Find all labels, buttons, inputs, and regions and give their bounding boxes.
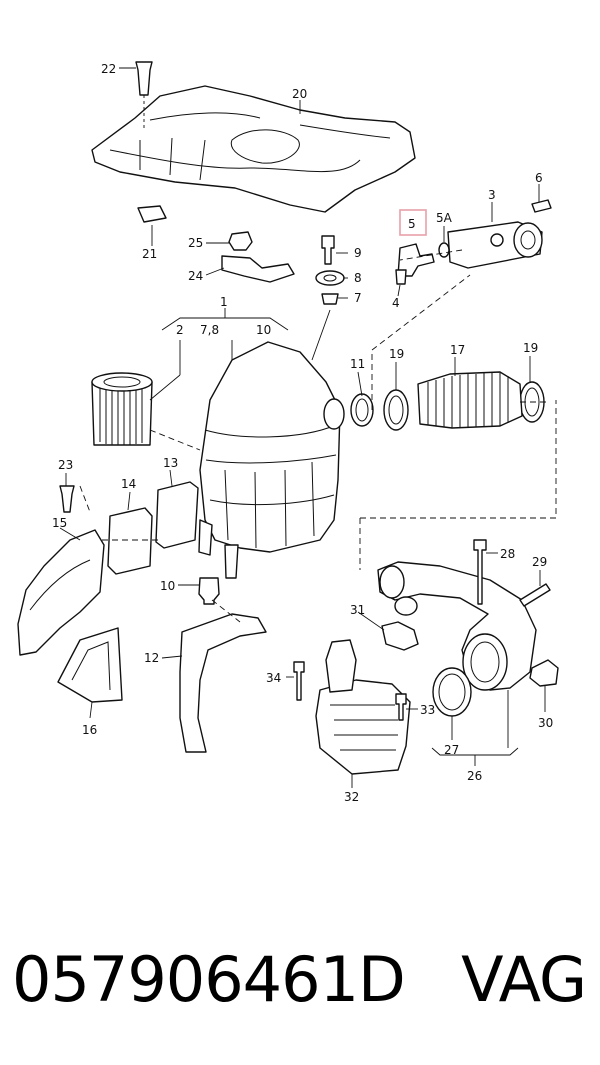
callout-7: 7 — [354, 291, 362, 305]
bolt-29-part — [519, 583, 551, 607]
screw-22-part — [135, 61, 153, 128]
engine-cover-part — [91, 85, 416, 213]
assembly-lines — [79, 249, 557, 623]
bolt-9-part — [321, 235, 335, 265]
clip-21-part — [137, 205, 167, 223]
part-13 — [155, 481, 199, 549]
housing-3-part — [447, 221, 543, 269]
callout-labels: 22 20 6 3 5 5A 25 9 21 24 8 7 4 1 2 7,8 … — [52, 62, 553, 804]
clamp-31-part — [381, 596, 419, 651]
callout-19-right: 19 — [523, 341, 538, 355]
bolt-33-part — [395, 693, 407, 721]
callout-20: 20 — [292, 87, 307, 101]
callout-2: 2 — [176, 323, 184, 337]
o-ring-5a-part — [438, 242, 450, 258]
bracket-24-part — [221, 255, 295, 283]
callout-16: 16 — [82, 723, 97, 737]
grommet-8-part — [315, 270, 345, 286]
callout-5: 5 — [408, 217, 416, 231]
callout-19-left: 19 — [389, 347, 404, 361]
callout-5a: 5A — [436, 211, 453, 225]
highlight-box — [399, 209, 427, 236]
filter-element-part — [91, 372, 153, 446]
screw-4-part — [395, 269, 407, 285]
clamp-19-left-part — [383, 389, 409, 431]
part-14 — [107, 507, 153, 575]
duct-assembly-26-part — [377, 561, 537, 691]
nut-25-part — [228, 231, 253, 251]
callout-24: 24 — [188, 269, 203, 283]
brand-name: VAG — [461, 943, 587, 1016]
callout-7-8: 7,8 — [200, 323, 219, 337]
callout-31: 31 — [350, 603, 365, 617]
screw-23-part — [59, 485, 75, 513]
air-filter-housing-part — [198, 341, 345, 579]
part-30 — [529, 659, 559, 687]
hose-12-part — [179, 613, 267, 753]
callout-25: 25 — [188, 236, 203, 250]
leader-lines — [59, 67, 546, 788]
sensor-10-part — [198, 577, 220, 605]
callout-3: 3 — [488, 188, 496, 202]
callout-34: 34 — [266, 671, 281, 685]
part-number: 057906461D — [12, 943, 406, 1016]
callout-12: 12 — [144, 651, 159, 665]
callout-9: 9 — [354, 246, 362, 260]
exploded-parts-diagram: 22 20 6 3 5 5A 25 9 21 24 8 7 4 1 2 7,8 … — [17, 61, 559, 804]
callout-4: 4 — [392, 296, 400, 310]
callout-29: 29 — [532, 555, 547, 569]
callout-28: 28 — [500, 547, 515, 561]
bolt-34-part — [293, 661, 305, 701]
callout-10: 10 — [256, 323, 271, 337]
callout-8: 8 — [354, 271, 362, 285]
screw-6-part — [531, 199, 552, 213]
callout-33: 33 — [420, 703, 435, 717]
callout-14: 14 — [121, 477, 136, 491]
callout-11: 11 — [350, 357, 365, 371]
callout-30: 30 — [538, 716, 553, 730]
footer: 057906461D VAG — [0, 930, 600, 1030]
callout-32: 32 — [344, 790, 359, 804]
callout-10-sensor: 10 — [160, 579, 175, 593]
callout-17: 17 — [450, 343, 465, 357]
duct-15-part — [17, 529, 105, 656]
callout-23: 23 — [58, 458, 73, 472]
bolt-28-part — [473, 539, 487, 605]
spacer-7-part — [321, 293, 339, 305]
bellows-hose-17-part — [417, 371, 523, 429]
part-16 — [57, 627, 123, 703]
callout-15: 15 — [52, 516, 67, 530]
callout-21: 21 — [142, 247, 157, 261]
callout-22: 22 — [101, 62, 116, 76]
resonator-32-part — [315, 639, 411, 775]
callout-27: 27 — [444, 743, 459, 757]
callout-1: 1 — [220, 295, 228, 309]
callout-13: 13 — [163, 456, 178, 470]
callout-6: 6 — [535, 171, 543, 185]
callout-26: 26 — [467, 769, 482, 783]
